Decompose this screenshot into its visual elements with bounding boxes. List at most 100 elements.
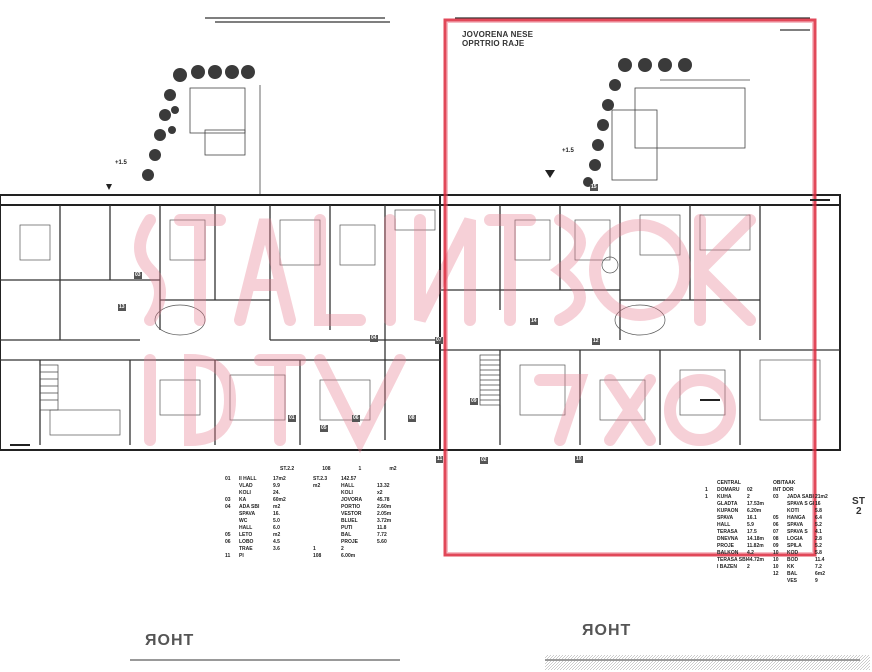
room-number-06: 06 — [352, 415, 360, 422]
table-cell — [705, 536, 717, 543]
table-cell: 10 — [773, 550, 779, 556]
table-cell: SPAVA S GI — [787, 501, 815, 507]
table-cell — [705, 501, 717, 508]
room-number-04: 04 — [370, 335, 378, 342]
table-cell: 01 — [225, 476, 231, 482]
table-cell: 3.6 — [273, 546, 280, 552]
table-cell: TERASA SBI — [717, 557, 748, 563]
table-cell: 4.5 — [273, 539, 280, 545]
table-cell: 2.05m — [377, 511, 392, 517]
table-cell — [773, 578, 787, 585]
table-cell: SPILA — [787, 543, 802, 549]
table-cell — [773, 501, 787, 508]
upper-terrace — [189, 79, 750, 195]
bottom-hatch-band — [545, 655, 870, 670]
table-cell: 17.53m — [747, 501, 764, 507]
table-cell: 5.0 — [273, 518, 280, 524]
table-cell: INT DOR — [773, 487, 794, 493]
table-cell: 142.57 — [341, 476, 357, 482]
room-number-13: 13 — [118, 304, 126, 311]
table-cell: SPAVA — [239, 511, 256, 517]
table-cell — [705, 550, 717, 557]
table-cell: 10 — [773, 557, 779, 563]
table-cell: HANGA — [787, 515, 806, 521]
room-number-07: 07 — [435, 337, 443, 344]
table-cell: 2.8 — [815, 536, 822, 542]
table-cell: 5.8 — [815, 508, 822, 514]
table-cell: 2 — [747, 494, 750, 500]
table-cell — [313, 532, 341, 539]
table-cell: 2 — [341, 546, 344, 552]
table-cell: 6.00m — [341, 553, 356, 559]
table-cell — [313, 504, 341, 511]
table-cell: 03 — [225, 497, 231, 503]
table-cell: PORTIO — [341, 504, 361, 510]
table-cell: 24. — [273, 490, 280, 496]
table-cell — [313, 490, 341, 497]
table-cell — [717, 578, 747, 585]
table-cell: CENTRAL — [717, 480, 741, 486]
table-cell: 05 — [225, 532, 231, 538]
table-cell — [377, 546, 407, 553]
table-cell: m2 — [273, 504, 281, 510]
furniture — [19, 209, 821, 436]
table-cell: BOD — [787, 557, 799, 563]
table-cell: 13.32 — [377, 483, 390, 489]
table-cell: SPAVA S — [787, 529, 808, 535]
table-cell: 5.9 — [747, 522, 754, 528]
table-cell — [313, 511, 341, 518]
table-cell: 1 — [705, 494, 708, 500]
table-cell: 2.60m — [377, 504, 392, 510]
table-cell — [705, 529, 717, 536]
table-cell — [313, 497, 341, 504]
table-cell: KOTI — [787, 508, 799, 514]
table-cell: 2 — [747, 564, 750, 570]
exterior-walls — [0, 194, 841, 451]
table-cell: 9 — [815, 578, 818, 584]
table-cell: 60m2 — [273, 497, 286, 503]
table-row: VES 9 — [705, 578, 835, 585]
table-cell: TRAE — [239, 546, 253, 552]
table-cell: LOBO — [239, 539, 254, 545]
table-cell — [705, 543, 717, 550]
table-cell: 03 — [773, 494, 779, 500]
room-number-15: 15 — [590, 184, 598, 191]
table-cell: 16 — [815, 501, 821, 507]
table-cell: 1 — [313, 546, 316, 552]
table-cell: 45.78 — [377, 497, 390, 503]
table-cell: 1 — [705, 487, 708, 493]
table-cell — [747, 571, 773, 578]
table-cell: 21m2 — [815, 494, 828, 500]
table-cell — [747, 578, 773, 585]
table-cell: 3.72m — [377, 518, 392, 524]
table-cell: VESTOR — [341, 511, 362, 517]
table-cell: 09 — [773, 543, 779, 549]
side-code-right-2: 2 — [856, 506, 862, 517]
table-cell: II HALL — [239, 476, 257, 482]
table-cell: 04 — [225, 504, 231, 510]
table-cell: m2 — [313, 483, 321, 489]
level-mark-left: +1.5 — [115, 160, 127, 166]
table-cell: WC — [239, 518, 248, 524]
table-cell: ST.2.3 — [313, 476, 328, 482]
table-cell — [225, 490, 239, 497]
table-cell: KK — [787, 564, 795, 570]
table-cell: 11.82m — [747, 543, 764, 549]
table-cell: VES — [787, 578, 798, 584]
table-cell: 11.8 — [377, 525, 387, 531]
table-cell: 11 — [225, 553, 231, 559]
level-mark-right: +1.5 — [562, 148, 574, 154]
table-cell: HALL — [341, 483, 355, 489]
